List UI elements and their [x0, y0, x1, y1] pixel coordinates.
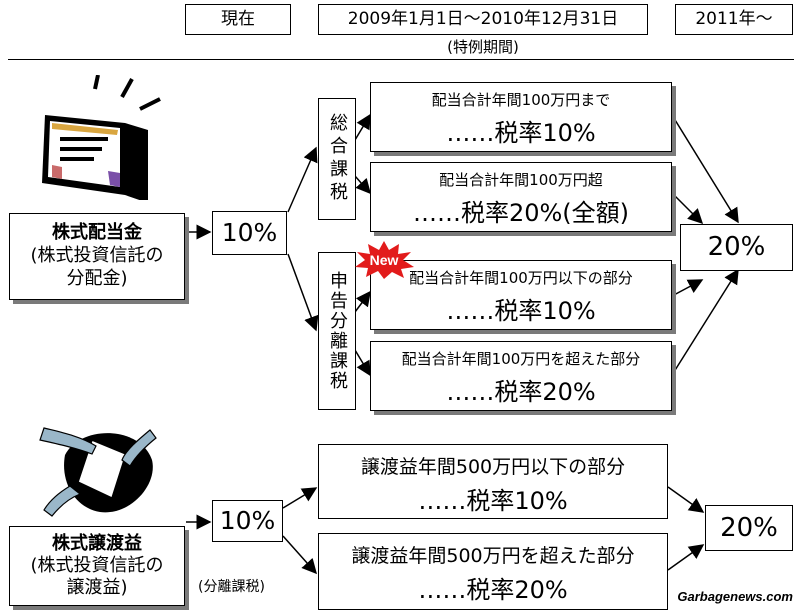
header-current-label: 現在	[221, 9, 255, 29]
capital-gains-current-rate-value: 10%	[219, 506, 276, 535]
header-divider	[8, 59, 794, 60]
capital-gains-option-2: 譲渡益年間500万円を超えた部分 ……税率20%	[318, 533, 668, 610]
dividend-option-2: 配当合計年間100万円超 ……税率20%(全額)	[370, 162, 672, 232]
method-total-taxation-label: 総合課税	[327, 113, 348, 205]
capital-gains-label-main: 株式譲渡益	[52, 533, 142, 554]
dividend-label-box: 株式配当金 (株式投資信託の 分配金)	[9, 213, 185, 300]
dividend-option-1-condition: 配当合計年間100万円まで	[431, 91, 611, 109]
dividend-option-2-rate: ……税率20%(全額)	[412, 199, 630, 227]
dividend-label-main: 株式配当金	[52, 222, 142, 243]
method-total-taxation: 総合課税	[318, 98, 356, 220]
header-special-period: 2009年1月1日～2010年12月31日	[318, 4, 648, 35]
method-separate-taxation: 申告分離課税	[318, 252, 356, 410]
header-from-2011-label: 2011年～	[695, 9, 773, 29]
dividend-option-4-rate: ……税率20%	[446, 378, 596, 406]
capital-gains-future-rate: 20%	[705, 505, 793, 551]
capital-gains-future-rate-value: 20%	[720, 513, 778, 543]
new-badge-label: New	[370, 252, 399, 268]
header-current: 現在	[185, 4, 291, 35]
method-separate-taxation-label: 申告分離課税	[327, 271, 348, 391]
dividend-label-sub1: (株式投資信託の	[30, 245, 164, 266]
new-starburst-badge: New	[355, 241, 414, 279]
capital-gains-label-box: 株式譲渡益 (株式投資信託の 譲渡益)	[9, 526, 185, 606]
dividend-option-4-condition: 配当合計年間100万円を超えた部分	[401, 350, 641, 368]
header-from-2011: 2011年～	[675, 4, 793, 35]
header-special-period-label: 2009年1月1日～2010年12月31日	[347, 9, 619, 29]
header-special-period-note: (特例期間)	[447, 38, 519, 56]
laptop-illustration-icon	[42, 75, 161, 200]
dividend-label-sub2: 分配金)	[66, 268, 128, 289]
dividend-option-3: 配当合計年間100万円以下の部分 ……税率10%	[370, 260, 672, 330]
dividend-option-1-rate: ……税率10%	[446, 119, 596, 147]
dividend-future-rate: 20%	[680, 224, 793, 271]
capital-gains-option-2-condition: 譲渡益年間500万円を超えた部分	[351, 545, 635, 567]
dividend-option-1: 配当合計年間100万円まで ……税率10%	[370, 82, 672, 152]
capital-gains-current-rate: 10%	[212, 500, 283, 542]
dividend-option-4: 配当合計年間100万円を超えた部分 ……税率20%	[370, 341, 672, 411]
watermark: Garbagenews.com	[677, 589, 793, 604]
capital-gains-option-1: 譲渡益年間500万円以下の部分 ……税率10%	[318, 444, 668, 519]
dividend-option-3-condition: 配当合計年間100万円以下の部分	[409, 269, 633, 287]
document-handover-illustration-icon	[39, 427, 157, 517]
dividend-option-2-condition: 配当合計年間100万円超	[439, 171, 603, 189]
capital-gains-option-1-condition: 譲渡益年間500万円以下の部分	[360, 456, 626, 478]
capital-gains-label-sub1: (株式投資信託の	[30, 555, 164, 576]
capital-gains-current-note: (分離課税)	[198, 579, 265, 595]
capital-gains-option-1-rate: ……税率10%	[418, 487, 568, 515]
dividend-current-rate-value: 10%	[221, 218, 278, 247]
dividend-current-rate: 10%	[212, 211, 287, 255]
dividend-option-3-rate: ……税率10%	[446, 297, 596, 325]
capital-gains-label-sub2: 譲渡益)	[66, 577, 128, 598]
capital-gains-option-2-rate: ……税率20%	[418, 576, 568, 604]
dividend-future-rate-value: 20%	[707, 232, 766, 262]
